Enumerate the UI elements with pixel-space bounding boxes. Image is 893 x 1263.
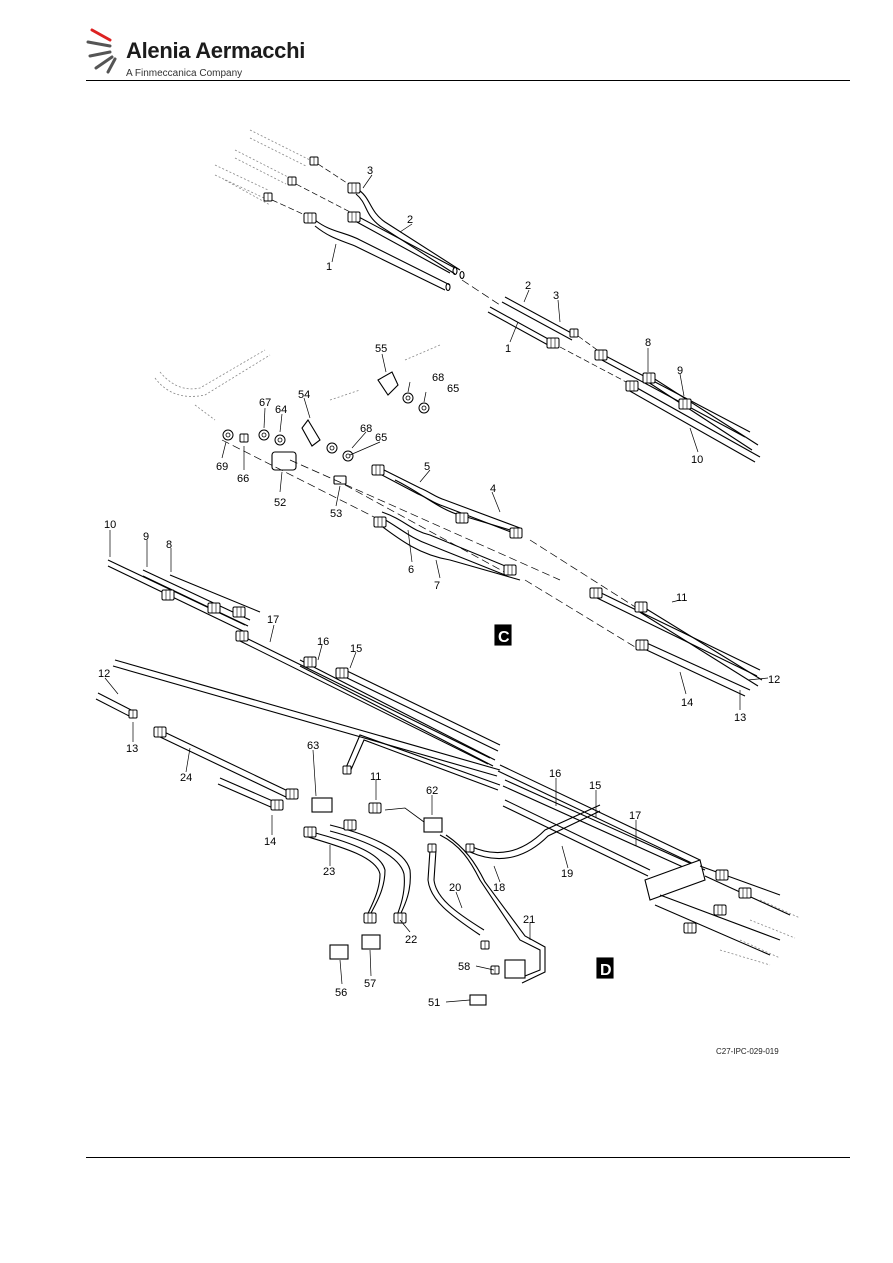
aermacchi-swoosh-icon [86, 28, 117, 74]
callout: 1 [505, 343, 511, 355]
callout: 2 [525, 280, 531, 292]
callout: 3 [367, 165, 373, 177]
callout: 21 [523, 914, 535, 926]
callout: 20 [449, 882, 461, 894]
callout: 17 [629, 810, 641, 822]
callout: 15 [350, 643, 362, 655]
middle-tube-group [107, 344, 763, 697]
callout: 8 [645, 337, 651, 349]
callout: 54 [298, 389, 310, 401]
top-tube-group [214, 129, 761, 463]
callout: 9 [677, 365, 683, 377]
callout: 11 [676, 592, 687, 604]
callout-labels: 1 2 3 2 3 1 8 9 10 55 68 65 67 64 54 68 … [98, 165, 780, 1009]
callout: 14 [264, 836, 276, 848]
callout: 62 [426, 785, 438, 797]
callout: 15 [589, 780, 601, 792]
callout: 22 [405, 934, 417, 946]
callout: 65 [447, 383, 459, 395]
callout: 3 [553, 290, 559, 302]
callout: 8 [166, 539, 172, 551]
callout: 56 [335, 987, 347, 999]
callout: 69 [216, 461, 228, 473]
callout: 68 [360, 423, 372, 435]
callout: 10 [104, 519, 116, 531]
bottom-tube-group [95, 630, 801, 1006]
figure-code: C27-IPC-029-019 [716, 1047, 779, 1056]
callout: 17 [267, 614, 279, 626]
leader-lines [104, 174, 769, 1003]
callout: 6 [408, 564, 414, 576]
callout: 1 [326, 261, 332, 273]
callout: 13 [126, 743, 138, 755]
callout: 65 [375, 432, 387, 444]
callout: 7 [434, 580, 440, 592]
callout: 14 [681, 697, 693, 709]
callout: 5 [424, 461, 430, 473]
footer-rule [86, 1157, 850, 1158]
callout: 10 [691, 454, 703, 466]
callout: 66 [237, 473, 249, 485]
callout: 51 [428, 997, 440, 1009]
callout: 24 [180, 772, 192, 784]
callout: 55 [375, 343, 387, 355]
company-logo: Alenia Aermacchi A Finmeccanica Company [86, 24, 306, 82]
callout: 68 [432, 372, 444, 384]
callout: 13 [734, 712, 746, 724]
callout: 11 [370, 771, 381, 783]
callout: 67 [259, 397, 271, 409]
company-subtitle: A Finmeccanica Company [126, 68, 243, 79]
callout: 16 [317, 636, 329, 648]
callout: 64 [275, 404, 287, 416]
callout: 18 [493, 882, 505, 894]
callout: 4 [490, 483, 496, 495]
callout: 57 [364, 978, 376, 990]
view-label-c: C [498, 629, 510, 646]
callout: 12 [98, 668, 110, 680]
header-rule [86, 80, 850, 81]
callout: 16 [549, 768, 561, 780]
callout: 19 [561, 868, 573, 880]
callout: 12 [768, 674, 780, 686]
callout: 23 [323, 866, 335, 878]
callout: 2 [407, 214, 413, 226]
view-label-d: D [600, 962, 612, 979]
callout: 9 [143, 531, 149, 543]
callout: 53 [330, 508, 342, 520]
callout: 63 [307, 740, 319, 752]
company-name: Alenia Aermacchi [126, 38, 306, 63]
callout: 58 [458, 961, 470, 973]
callout: 52 [274, 497, 286, 509]
